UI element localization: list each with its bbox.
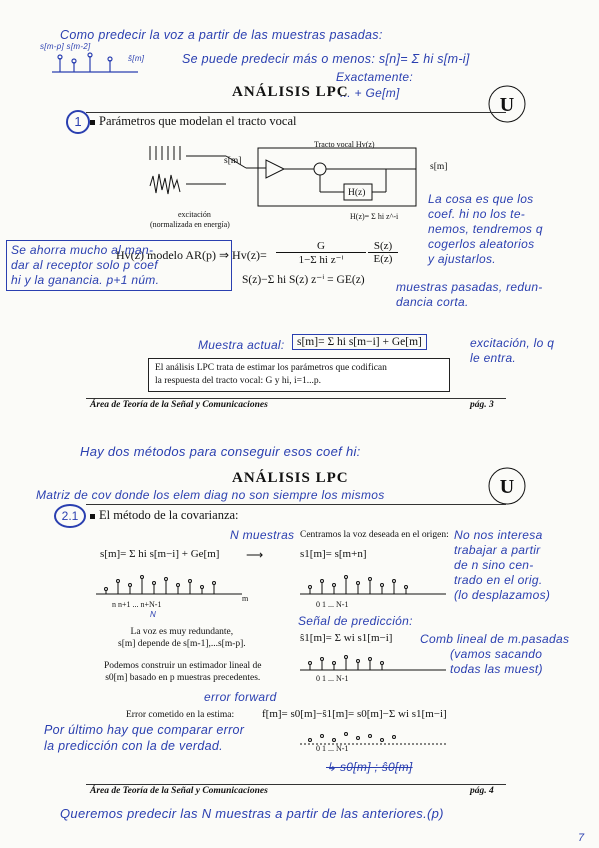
note-senal-pred: Señal de predicción: (298, 614, 413, 628)
note-error-fwd: error forward (204, 690, 277, 704)
axis-labels-3: 0 1 ... N-1 (316, 674, 349, 683)
note-sm: s[m-p] s[m-2] (40, 42, 91, 51)
svg-text:U: U (500, 94, 514, 116)
corner-number: 7 (578, 832, 585, 844)
formula-actual: s[m]= Σ hi s[m−i] + Ge[m] (292, 334, 427, 350)
note-coef: La cosa es que los coef. hi no los te- n… (428, 192, 543, 266)
samples-plot-4 (300, 732, 446, 745)
note-sm2: ŝ[m] (128, 54, 145, 63)
note-ahorro: Se ahorra mucho al man- dar al receptor … (6, 240, 232, 291)
section-1-heading: Parámetros que modelan el tracto vocal (90, 114, 297, 129)
arrow-right-icon: ⟶ (246, 548, 264, 562)
note-strike: ↳ s0[m] ; ŝ0[m] (326, 760, 413, 774)
note-exact-2: ... + Ge[m] (340, 86, 400, 100)
note-bottom: Queremos predecir las N muestras a parti… (60, 806, 444, 821)
page2-footer: Área de Teoría de la Señal y Comunicacio… (90, 786, 268, 796)
diagram-label-sm-out: s[m] (430, 162, 448, 172)
section-2-heading: El método de la covarianza: (90, 508, 239, 523)
axis-m: m (242, 594, 249, 603)
note-excitacion: excitación, lo q le entra. (470, 336, 555, 365)
samples-plot-3 (300, 655, 446, 671)
note-top-1: Como predecir la voz a partir de las mue… (60, 28, 383, 42)
formula-sm: s[m]= Σ hi s[m−i] + Ge[m] (100, 548, 220, 560)
axis-N: N (150, 610, 157, 619)
formula-ar-den: 1−Σ hi z⁻ⁱ (276, 252, 366, 266)
formula-sz: S(z)−Σ hi S(z) z⁻ⁱ = GE(z) (242, 274, 365, 286)
page2-number: pág. 4 (470, 786, 494, 796)
note-comb: Comb lineal de m.pasadas (vamos sacando … (420, 632, 570, 676)
diagram-label-H: H(z) (348, 188, 366, 198)
bullet-icon (90, 513, 95, 519)
diagram-label-Hsum: H(z)= Σ hi z^-i (350, 212, 399, 221)
axis-labels-2: 0 1 ... N-1 (316, 600, 349, 609)
note-nmuestras: N muestras (230, 528, 295, 542)
axis-labels-1: n n+1 ... n+N-1 (112, 600, 162, 609)
section-2-badge: 2.1 (54, 504, 86, 528)
diagram-label-excitation: excitación (178, 210, 211, 219)
page1-number: pág. 3 (470, 400, 494, 410)
estimador: Podemos construir un estimador lineal de… (104, 661, 262, 683)
section-1-badge: 1 (66, 110, 90, 134)
note-hay: Hay dos métodos para conseguir esos coef… (80, 444, 361, 459)
bullet-icon (90, 119, 95, 125)
formula-ar-fraction: G 1−Σ hi z⁻ⁱ (276, 240, 366, 266)
formula-ar-label: Hv(z) modelo AR(p) ⇒ Hv(z)= (116, 248, 267, 262)
samples-plot-2 (300, 575, 446, 595)
formula-error: f[m]= s0[m]−ŝ1[m]= s0[m]−Σ wi s1[m−i] (262, 708, 447, 720)
note-actual: Muestra actual: (198, 338, 285, 352)
university-logo-1: U (488, 85, 526, 123)
page1-title: ANÁLISIS LPC (232, 84, 349, 100)
note-interesa: No nos interesa trabajar a partir de n s… (454, 528, 551, 602)
section-2-title: El método de la covarianza: (99, 508, 239, 522)
diagram-label-tract: Tracto vocal Hv(z) (314, 140, 375, 149)
university-logo-2: U (488, 467, 526, 505)
page1-footer: Área de Teoría de la Señal y Comunicacio… (90, 400, 268, 410)
diagram-label-sm: s[m] (224, 156, 242, 166)
section-1-title: Parámetros que modelan el tracto vocal (99, 114, 297, 128)
note-pasadas: muestras pasadas, redun- dancia corta. (396, 280, 543, 309)
note-ultimo: Por último hay que comparar error la pre… (44, 723, 245, 753)
formula-s1: s1[m]= s[m+n] (300, 548, 367, 560)
note-matriz: Matriz de cov donde los elem diag no son… (36, 488, 385, 502)
diagram-label-excitation-sub: (normalizada en energía) (150, 220, 230, 229)
formula-ar-rhs: S(z) E(z) (368, 240, 398, 265)
hand-sketch-samples (52, 52, 138, 73)
redundante: La voz es muy redundante, s[m] depende d… (118, 627, 246, 649)
centramos: Centramos la voz deseada en el origen: (300, 530, 449, 540)
formula-pred: ŝ1[m]= Σ wi s1[m−i] (300, 632, 393, 644)
vocal-tract-diagram (149, 146, 417, 207)
axis-labels-4: 0 1 ... N-1 (316, 744, 349, 753)
page2-title: ANÁLISIS LPC (232, 470, 349, 486)
lpc-summary-box: El análisis LPC trata de estimar los par… (148, 358, 450, 392)
note-exact: Exactamente: (336, 70, 413, 84)
formula-ar-num: G (317, 240, 325, 252)
svg-text:U: U (500, 476, 514, 498)
formula-ar-rhs-num: S(z) (373, 240, 393, 252)
note-top-2: Se puede predecir más o menos: s[n]= Σ h… (182, 52, 470, 66)
error-label: Error cometido en la estima: (126, 710, 235, 720)
samples-plot-1 (96, 575, 242, 595)
formula-ar-rhs-den: E(z) (368, 252, 398, 265)
